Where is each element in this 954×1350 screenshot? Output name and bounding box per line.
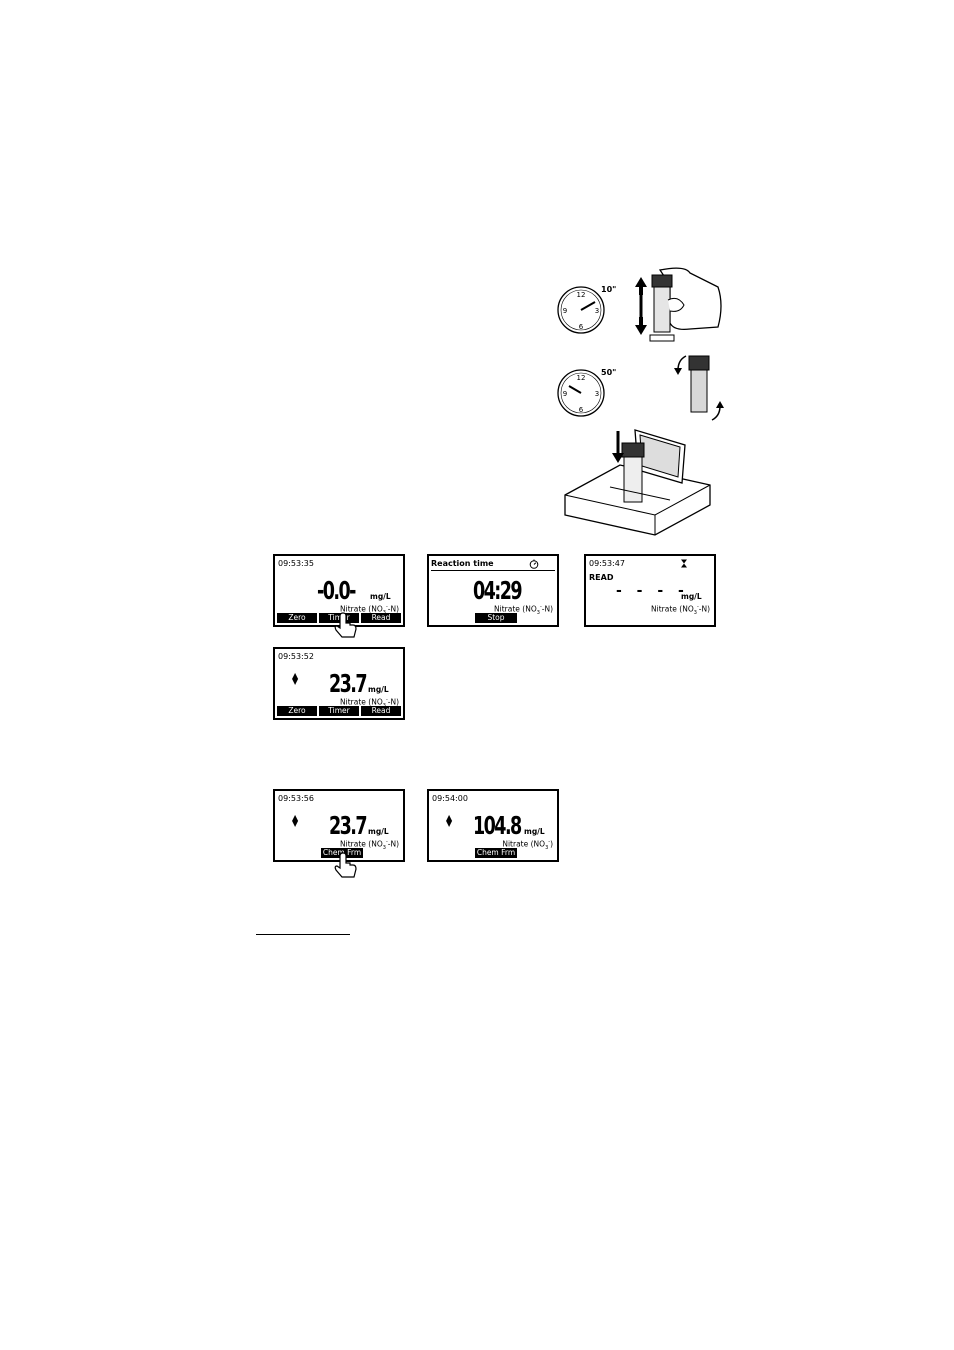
svg-text:12: 12 [577,374,586,382]
hourglass-icon [681,559,687,568]
parameter-label: Nitrate (NO3--N) [494,604,553,616]
unit-label: mg/L [524,827,545,836]
measurement-value: -0.0- [317,576,356,605]
title-divider [431,570,555,571]
up-down-arrows-icon: ▲▼ [292,671,299,686]
lcd-screen-reading: 09:53:47 READ - - - - mg/L Nitrate (NO3-… [584,554,716,627]
svg-text:3: 3 [595,390,599,398]
clock-50s-illustration: 12 3 6 9 50" [557,368,616,417]
softkey-bar: Zero Timer Read [277,706,401,716]
clock-readout: 09:53:52 [278,652,314,661]
clock-readout: 09:53:35 [278,559,314,568]
timer-softkey[interactable]: Timer [319,706,359,716]
clock-readout: 09:54:00 [432,794,468,803]
zero-softkey[interactable]: Zero [277,613,317,623]
read-softkey[interactable]: Read [361,613,401,623]
read-status-label: READ [589,573,614,582]
svg-text:9: 9 [563,390,567,398]
stopwatch-icon [529,559,539,569]
zero-softkey[interactable]: Zero [277,706,317,716]
meter-insert-vial-illustration [564,429,711,536]
timer-softkey[interactable]: Timer [319,613,359,623]
svg-text:3: 3 [595,307,599,315]
unit-label: mg/L [681,592,702,601]
read-softkey[interactable]: Read [361,706,401,716]
parameter-label: Nitrate (NO3-) [502,839,553,851]
clock-readout: 09:53:47 [589,559,625,568]
chem-form-softkey[interactable]: Chem Frm [475,848,517,858]
invert-vial-illustration [674,355,724,421]
unit-label: mg/L [370,592,391,601]
parameter-label: Nitrate (NO3--N) [651,604,710,616]
measurement-value: 104.8 [473,811,522,840]
parameter-label: Nitrate (NO3--N) [340,839,399,851]
lcd-screen-zero: 09:53:35 -0.0- mg/L Nitrate (NO3--N) Zer… [273,554,405,627]
svg-text:12: 12 [577,291,586,299]
svg-text:6: 6 [579,323,584,331]
unit-label: mg/L [368,685,389,694]
clock-10s-illustration: 12 3 6 9 10" [557,285,616,334]
stop-softkey[interactable]: Stop [475,613,517,623]
measurement-value: 23.7 [329,669,368,698]
countdown-value: 04:29 [473,576,523,605]
svg-text:50": 50" [601,368,616,377]
lcd-screen-reaction-timer: Reaction time 04:29 Nitrate (NO3--N) Sto… [427,554,559,627]
lcd-screen-result: 09:53:52 ▲▼ 23.7 mg/L Nitrate (NO3--N) Z… [273,647,405,720]
footnote-rule [256,934,350,935]
softkey-bar: Zero Timer Read [277,613,401,623]
svg-text:9: 9 [563,307,567,315]
up-down-arrows-icon: ▲▼ [446,813,453,828]
svg-text:10": 10" [601,285,616,294]
up-down-arrows-icon: ▲▼ [292,813,299,828]
pointing-hand-icon [334,612,357,638]
svg-text:6: 6 [579,406,584,414]
measurement-value: 23.7 [329,811,368,840]
lcd-screen-chem-form-after: 09:54:00 ▲▼ 104.8 mg/L Nitrate (NO3-) Ch… [427,789,559,862]
reaction-time-title: Reaction time [431,559,494,568]
shake-vial-illustration [635,267,722,342]
pending-value-dashes: - - - - [616,583,689,599]
clock-readout: 09:53:56 [278,794,314,803]
pointing-hand-icon [334,852,357,878]
unit-label: mg/L [368,827,389,836]
